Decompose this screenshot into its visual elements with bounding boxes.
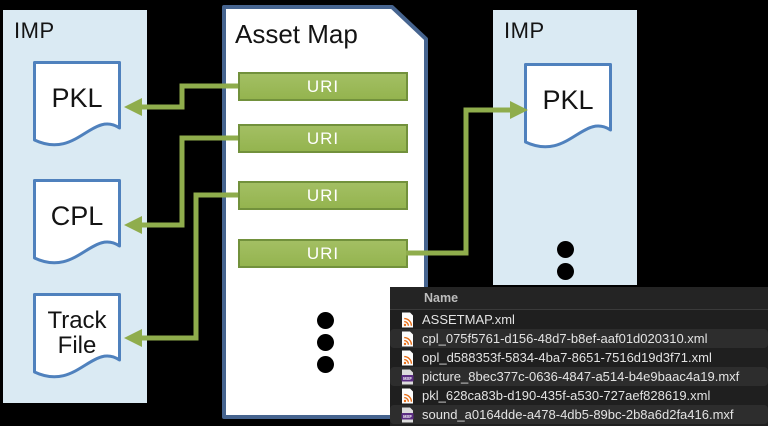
uri-bar-3: URI	[238, 181, 408, 210]
document-track-file: Track File	[32, 292, 122, 385]
vertical-ellipsis-icon	[317, 312, 334, 378]
ellipsis-dot	[557, 263, 574, 280]
file-name: ASSETMAP.xml	[422, 312, 515, 327]
file-list-panel: Name ASSETMAP.xml cpl_075f5761-d156-48d7…	[390, 287, 768, 426]
name-column-header[interactable]: Name	[390, 287, 768, 310]
document-label: CPL	[50, 201, 104, 231]
file-row-sound[interactable]: MXF sound_a0164dde-a478-4db5-89bc-2b8a6d…	[390, 405, 768, 424]
xml-file-icon	[402, 331, 413, 346]
xml-file-icon	[402, 388, 413, 403]
document-shape-icon	[33, 61, 121, 147]
imp-left-title: IMP	[14, 18, 55, 43]
file-row-assetmap[interactable]: ASSETMAP.xml	[390, 310, 768, 329]
ellipsis-dot	[317, 312, 334, 329]
imp-box-right: IMP	[493, 10, 637, 285]
document-shape-icon	[524, 63, 612, 149]
document-pkl-right: PKL	[523, 62, 613, 155]
file-row-cpl[interactable]: cpl_075f5761-d156-48d7-b8ef-aaf01d020310…	[390, 329, 768, 348]
mxf-file-icon: MXF	[401, 407, 414, 422]
document-label: Track File	[47, 307, 107, 360]
document-shape-icon	[33, 179, 121, 265]
mxf-file-icon: MXF	[401, 369, 414, 384]
document-label: PKL	[51, 83, 103, 113]
imp-right-title: IMP	[504, 18, 545, 43]
file-name: sound_a0164dde-a478-4db5-89bc-2b8a6d2fa4…	[422, 407, 734, 422]
vertical-ellipsis-icon	[557, 241, 574, 285]
xml-file-icon	[402, 312, 413, 327]
uri-bar-4: URI	[238, 239, 408, 268]
ellipsis-dot	[557, 241, 574, 258]
file-name: opl_d588353f-5834-4ba7-8651-7516d19d3f71…	[422, 350, 712, 365]
asset-map-title: Asset Map	[235, 19, 358, 49]
uri-bar-2: URI	[238, 124, 408, 153]
xml-file-icon	[402, 350, 413, 365]
file-name: cpl_075f5761-d156-48d7-b8ef-aaf01d020310…	[422, 331, 708, 346]
file-row-picture[interactable]: MXF picture_8bec377c-0636-4847-a514-b4e9…	[390, 367, 768, 386]
document-label: PKL	[542, 85, 594, 115]
svg-text:MXF: MXF	[403, 414, 412, 419]
file-name: picture_8bec377c-0636-4847-a514-b4e9baac…	[422, 369, 740, 384]
file-name: pkl_628ca83b-d190-435f-a530-727aef828619…	[422, 388, 711, 403]
document-shape-icon	[33, 293, 121, 379]
ellipsis-dot	[317, 334, 334, 351]
svg-text:MXF: MXF	[403, 376, 412, 381]
file-row-pkl[interactable]: pkl_628ca83b-d190-435f-a530-727aef828619…	[390, 386, 768, 405]
document-pkl-left: PKL	[32, 60, 122, 153]
document-cpl: CPL	[32, 178, 122, 271]
uri-bar-1: URI	[238, 72, 408, 101]
file-row-opl[interactable]: opl_d588353f-5834-4ba7-8651-7516d19d3f71…	[390, 348, 768, 367]
ellipsis-dot	[317, 356, 334, 373]
